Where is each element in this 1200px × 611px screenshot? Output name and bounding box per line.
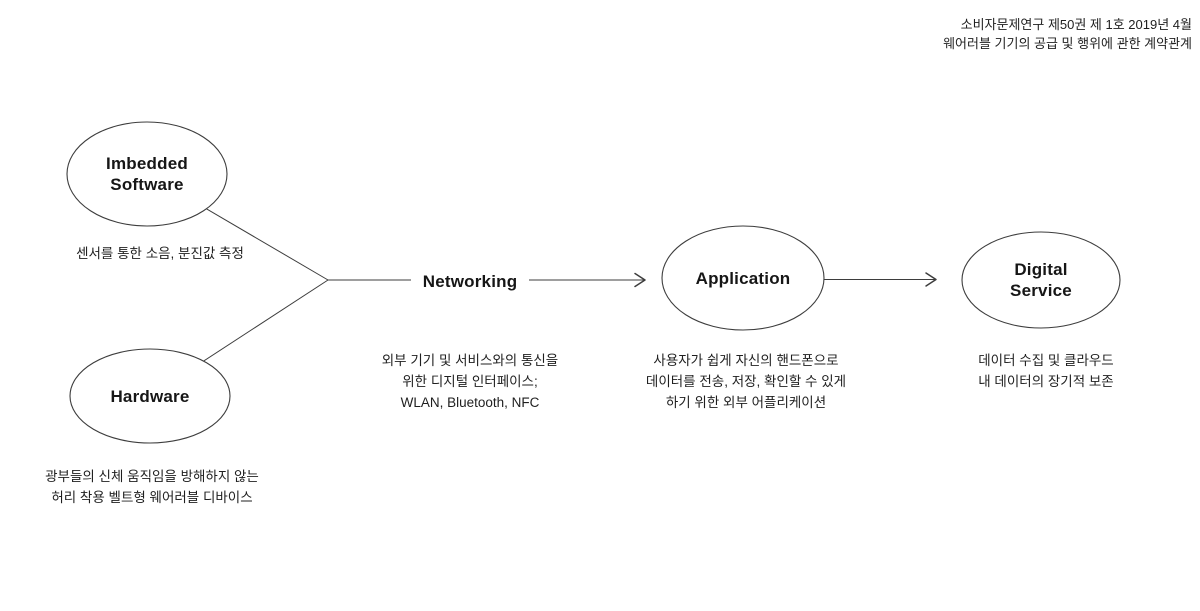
node-label-application: Application: [695, 268, 791, 288]
ellipse-imbedded-software: [66, 121, 228, 227]
caption-hardware: 광부들의 신체 움직임을 방해하지 않는 허리 착용 벨트형 웨어러블 디바이스: [45, 469, 259, 505]
journal-header: 소비자문제연구 제50권 제 1호 2019년 4월 웨어러블 기기의 공급 및…: [943, 15, 1192, 53]
node-label-imbedded-software: Imbedded Software: [106, 154, 188, 194]
arrowhead-icon: [634, 272, 646, 288]
caption-networking: 외부 기기 및 서비스와의 통신을 위한 디지털 인터페이스; WLAN, Bl…: [381, 353, 559, 410]
node-label-networking: Networking: [422, 271, 518, 291]
ellipse-hardware: [69, 348, 231, 444]
paper-title-text: 웨어러블 기기의 공급 및 행위에 관한 계약관계: [943, 36, 1192, 51]
arrowhead-icon: [925, 272, 937, 287]
caption-digital-service: 데이터 수집 및 클라우드 내 데이터의 장기적 보존: [978, 353, 1114, 389]
caption-application: 사용자가 쉽게 자신의 핸드폰으로 데이터를 전송, 저장, 확인할 수 있게 …: [645, 353, 847, 410]
node-label-hardware: Hardware: [110, 386, 190, 406]
ellipse-application: [661, 225, 825, 331]
ellipse-digital-service: [961, 231, 1121, 329]
journal-issue-text: 소비자문제연구 제50권 제 1호 2019년 4월: [960, 17, 1192, 32]
caption-imbedded-software: 센서를 통한 소음, 분진값 측정: [76, 246, 244, 261]
node-label-digital-service: Digital Service: [1010, 260, 1072, 300]
